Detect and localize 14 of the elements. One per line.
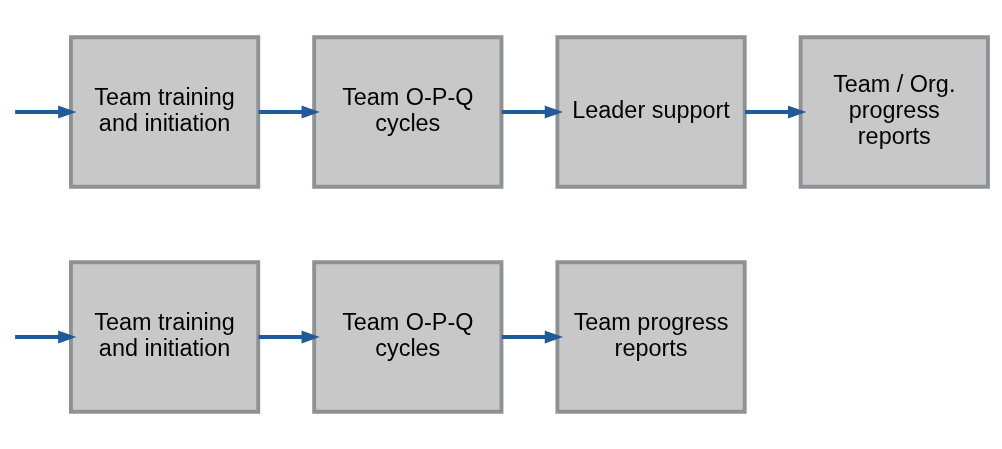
arrow: [501, 330, 563, 344]
arrow: [15, 330, 77, 344]
arrow: [745, 105, 807, 119]
node-box: Team / Org. progress reports: [798, 35, 990, 189]
node-box: Leader support: [555, 35, 747, 189]
node-box: Team progress reports: [555, 260, 747, 414]
arrow: [501, 105, 563, 119]
arrow: [258, 105, 320, 119]
node-box: Team training and initiation: [69, 35, 261, 189]
node-box: Team O-P-Q cycles: [312, 35, 504, 189]
node-box: Team training and initiation: [69, 260, 261, 414]
node-box: Team O-P-Q cycles: [312, 260, 504, 414]
arrow: [258, 330, 320, 344]
arrow: [15, 105, 77, 119]
